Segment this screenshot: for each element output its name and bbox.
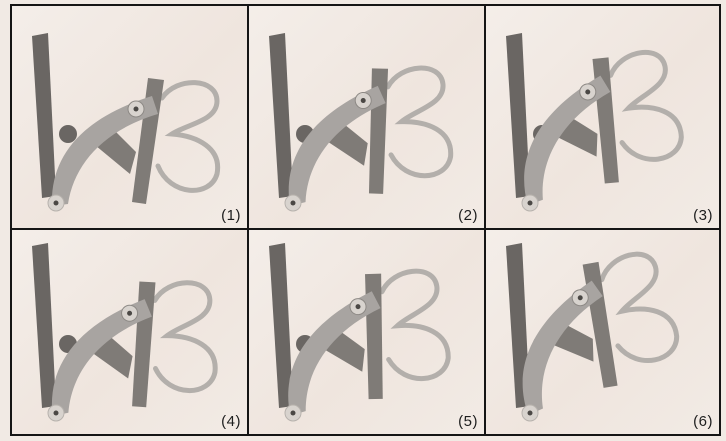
wing-outline	[599, 251, 680, 364]
bottom-pivot-dot	[290, 200, 296, 206]
moving-linkage	[288, 268, 451, 416]
mechanism-group	[32, 243, 218, 422]
right-bar	[132, 78, 164, 204]
right-bar	[368, 68, 389, 194]
mechanism-group	[269, 33, 454, 212]
top-pivot-dot	[127, 310, 133, 316]
panel-label: (6)	[693, 413, 713, 430]
panel-2: (2)	[249, 6, 486, 230]
curved-arm	[288, 85, 386, 206]
panel-label: (5)	[458, 413, 478, 430]
wing-outline	[608, 49, 684, 162]
mechanism-drawing	[269, 243, 451, 422]
left-bar	[506, 243, 530, 408]
left-bar	[269, 243, 293, 408]
wing-outline	[385, 65, 454, 179]
mechanism-group	[506, 33, 684, 212]
mechanism-drawing	[32, 243, 218, 422]
top-pivot-dot	[133, 106, 139, 112]
mechanism-drawing	[32, 33, 221, 212]
moving-linkage	[51, 280, 218, 416]
moving-linkage	[522, 251, 680, 416]
curved-arm	[51, 299, 152, 416]
curved-arm	[522, 280, 603, 416]
top-pivot-dot	[355, 304, 361, 310]
top-pivot-dot	[577, 295, 583, 301]
right-bar	[365, 273, 383, 400]
moving-linkage	[524, 49, 684, 206]
wing-outline	[152, 280, 218, 394]
left-bar	[269, 33, 293, 198]
moving-linkage	[288, 65, 454, 206]
wing-outline	[155, 80, 221, 193]
mechanism-drawing	[269, 33, 454, 212]
panel-5: (5)	[249, 230, 486, 434]
mechanism-drawing	[506, 33, 684, 212]
bottom-pivot-dot	[527, 200, 533, 206]
left-bar	[506, 33, 530, 198]
bottom-pivot-dot	[53, 200, 59, 206]
moving-linkage	[51, 78, 221, 206]
right-bar	[582, 261, 618, 388]
top-pivot-dot	[585, 89, 591, 95]
bottom-pivot-dot	[290, 410, 296, 416]
panel-3: (3)	[486, 6, 719, 230]
panel-1: (1)	[12, 6, 249, 230]
curved-arm	[524, 75, 611, 206]
hinge-bump	[59, 125, 77, 143]
mechanism-drawing	[506, 243, 680, 422]
mechanism-group	[269, 243, 451, 422]
panel-label: (2)	[458, 207, 478, 224]
panel-grid: (1) (2) (3) (4) (5) (6)	[10, 4, 721, 436]
left-bar	[32, 243, 56, 408]
mechanism-group	[32, 33, 221, 212]
top-pivot-dot	[360, 97, 366, 103]
left-bar	[32, 33, 56, 198]
mechanism-group	[506, 243, 680, 422]
panel-label: (3)	[693, 207, 713, 224]
curved-arm	[288, 291, 381, 416]
curved-arm	[51, 96, 158, 206]
wing-outline	[379, 268, 451, 382]
bottom-pivot-dot	[527, 410, 533, 416]
right-bar	[592, 57, 619, 184]
panel-4: (4)	[12, 230, 249, 434]
panel-label: (1)	[221, 207, 241, 224]
panel-6: (6)	[486, 230, 719, 434]
panel-label: (4)	[221, 413, 241, 430]
bottom-pivot-dot	[53, 410, 59, 416]
